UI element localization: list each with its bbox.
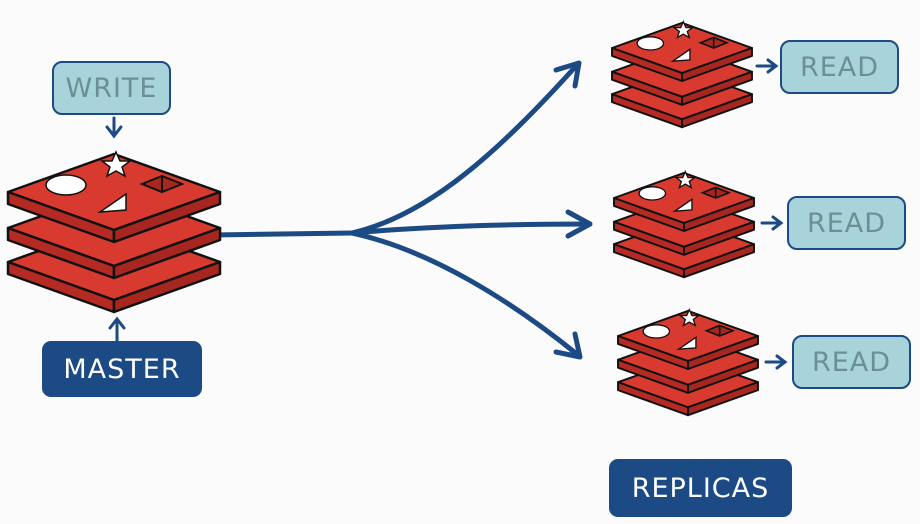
master-label: MASTER: [63, 353, 181, 385]
write-box: WRITE: [52, 61, 171, 115]
write-arrow: [105, 116, 123, 139]
star-icon: [674, 169, 697, 189]
read-box-2: READ: [787, 196, 906, 250]
replication-arrow-2: [349, 221, 591, 236]
replication-arrowhead-1: [553, 60, 582, 89]
triangle-icon: [97, 192, 127, 213]
cube-icon: [139, 174, 185, 194]
read-box-3: READ: [792, 335, 911, 389]
replication-trunk: [209, 230, 355, 238]
cube-icon: [704, 324, 736, 337]
write-label: WRITE: [65, 72, 158, 104]
circle-icon: [642, 324, 671, 339]
replication-arrows: [209, 60, 593, 360]
read-arrows: [755, 58, 788, 370]
read-label-1: READ: [799, 51, 880, 83]
cube-icon: [698, 36, 730, 49]
triangle-icon: [672, 198, 693, 213]
replication-arrow-3: [349, 230, 581, 358]
circle-icon: [45, 174, 87, 196]
cube-icon: [700, 186, 732, 199]
master-label-arrow: [108, 316, 126, 345]
master-redis-stack-icon: [6, 150, 222, 314]
replica-redis-stack-icon: [617, 307, 759, 417]
read-label-2: READ: [806, 207, 887, 239]
master-top-symbols: [45, 150, 185, 213]
read-box-1: READ: [780, 40, 899, 94]
read-label-3: READ: [811, 346, 892, 378]
star-icon: [678, 307, 701, 327]
replication-arrowhead-2: [565, 209, 593, 239]
triangle-icon: [670, 48, 691, 63]
replicas-badge: REPLICAS: [609, 459, 792, 517]
circle-icon: [636, 36, 665, 51]
replication-arrowhead-3: [553, 331, 583, 360]
replication-arrow-1: [349, 62, 580, 236]
replica-redis-stack-icon: [611, 19, 753, 129]
star-icon: [672, 19, 695, 39]
star-icon: [99, 150, 133, 178]
master-badge: MASTER: [42, 341, 202, 397]
triangle-icon: [676, 336, 697, 351]
replica-redis-stack-icon: [613, 169, 755, 279]
replicas-label: REPLICAS: [631, 472, 770, 504]
circle-icon: [638, 186, 667, 201]
